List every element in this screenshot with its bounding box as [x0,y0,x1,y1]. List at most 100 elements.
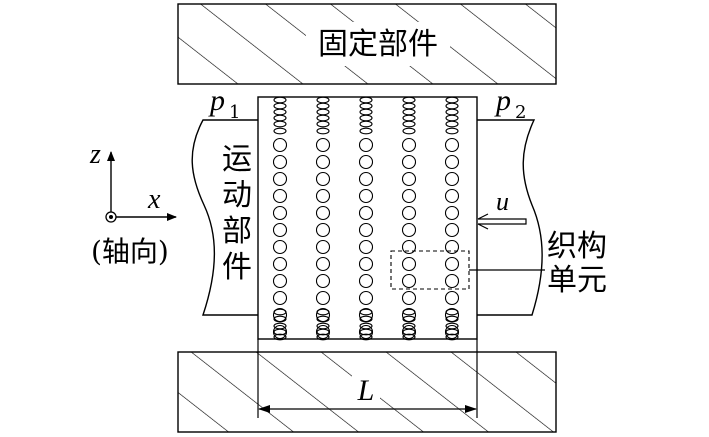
texture-dimple-edge [316,328,330,336]
texture-dimple [401,137,417,153]
fixed-part-top: 固定部件 [177,3,557,85]
texture-dimple [401,222,417,238]
axial-direction-label: (轴向) [91,235,169,268]
texture-dimple [401,188,417,204]
moving-part-char-3: 部 [222,214,252,249]
p1-symbol: p [208,84,225,117]
texture-dimple [401,273,417,289]
texture-dimple [444,205,460,221]
velocity-label: u [496,187,509,216]
texture-dimple [401,171,417,187]
moving-part [191,119,543,316]
moving-part-left-shape [191,119,258,316]
texture-dimple [444,188,460,204]
texture-dimple [401,256,417,272]
texture-dimple [444,222,460,238]
texture-dimple [444,256,460,272]
textured-surface [257,96,478,341]
texture-dimple-edge [316,127,330,135]
texture-dimple [272,137,288,153]
texture-dimple [358,137,374,153]
texture-dimple-edge [359,315,373,323]
texture-dimple-grid [272,96,460,341]
texture-dimple [401,154,417,170]
texture-dimple [315,256,331,272]
texture-dimple-edge [359,328,373,336]
texture-dimple-edge [402,120,416,128]
texture-dimple-edge [445,127,459,135]
texture-dimple [272,256,288,272]
texture-dimple [444,239,460,255]
texture-dimple-edge [316,333,330,341]
texture-dimple-edge [273,328,287,336]
texture-dimple-edge [402,127,416,135]
texture-dimple [315,188,331,204]
texture-unit-label-line2: 单元 [547,263,607,298]
texture-dimple [444,137,460,153]
texture-dimple-edge [273,127,287,135]
length-dimension: L [257,339,478,418]
fixed-part-label: 固定部件 [318,27,438,62]
texture-dimple [358,188,374,204]
texture-dimple [401,239,417,255]
velocity-indicator: u [477,187,527,230]
p2-subscript: 2 [515,102,526,123]
texture-dimple-edge [359,333,373,341]
texture-dimple-edge [316,308,330,316]
texture-dimple-edge [445,328,459,336]
length-label: L [357,374,375,407]
texture-dimple [272,171,288,187]
texture-dimple [401,290,417,306]
moving-part-right-shape [477,119,543,316]
texture-dimple [272,239,288,255]
texture-dimple-edge [273,333,287,341]
texture-dimple [401,205,417,221]
texture-dimple [315,273,331,289]
velocity-arrow [477,213,527,230]
z-axis-label: z [89,139,101,170]
texture-dimple [358,205,374,221]
texture-dimple-edge [445,120,459,128]
texture-dimple-edge [402,315,416,323]
y-axis-origin-dot [109,215,113,219]
texture-dimple [315,171,331,187]
texture-dimple [444,273,460,289]
pressure-p1: p 1 [208,84,240,123]
texture-dimple [272,222,288,238]
texture-dimple-edge [316,315,330,323]
texture-dimple-edge [273,308,287,316]
texture-dimple [315,222,331,238]
texture-dimple [272,290,288,306]
texture-dimple [315,154,331,170]
texture-dimple [358,290,374,306]
texture-dimple-edge [359,127,373,135]
p2-symbol: p [494,84,511,117]
texture-dimple-edge [445,308,459,316]
texture-dimple-edge [359,308,373,316]
moving-part-char-1: 运 [222,142,252,177]
x-axis-label: x [147,184,161,215]
texture-dimple-edge [359,120,373,128]
texture-dimple-edge [273,120,287,128]
pressure-p2: p 2 [494,84,526,123]
texture-unit-box [390,250,470,290]
texture-dimple [358,239,374,255]
moving-part-char-2: 动 [222,178,252,213]
texture-dimple-edge [445,315,459,323]
texture-dimple [358,273,374,289]
texture-dimple-edge [402,308,416,316]
texture-dimple [444,171,460,187]
texture-unit-label-line1: 织构 [547,229,607,264]
texture-dimple [272,205,288,221]
coordinate-axes: z x (轴向) [89,139,177,268]
texture-dimple-edge [273,315,287,323]
texture-dimple [315,137,331,153]
texture-dimple [315,205,331,221]
texture-dimple-edge [402,328,416,336]
texture-dimple [358,154,374,170]
texture-dimple-edge [445,333,459,341]
texture-dimple [358,171,374,187]
texture-dimple [272,273,288,289]
moving-part-char-4: 件 [222,250,252,285]
